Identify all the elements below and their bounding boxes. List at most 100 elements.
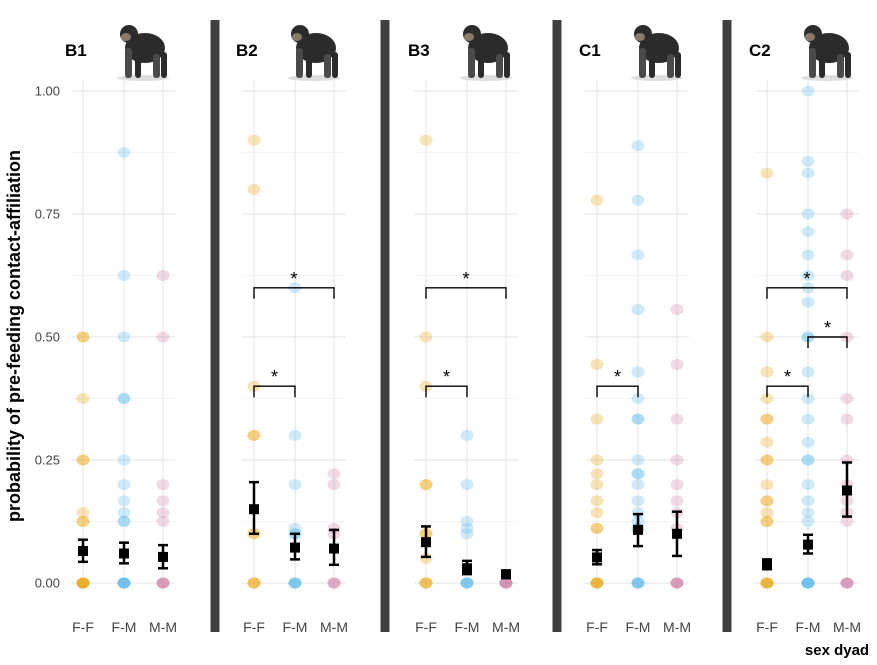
x-axis-label: sex dyad	[805, 642, 869, 659]
data-point-F-F	[760, 577, 774, 589]
data-point-M-M	[499, 577, 513, 589]
mean-marker-M-M	[842, 485, 852, 496]
data-point-M-M	[670, 413, 684, 425]
data-point-F-F	[76, 454, 90, 466]
data-point-F-F	[590, 359, 604, 371]
panel-separator-3	[552, 20, 562, 632]
data-point-F-M	[460, 429, 474, 441]
significance-star: *	[290, 269, 297, 289]
data-point-M-M	[156, 577, 170, 589]
data-point-M-M	[499, 577, 513, 589]
data-point-F-F	[76, 577, 90, 589]
data-point-M-M	[840, 577, 854, 589]
data-point-F-M	[801, 507, 815, 519]
data-point-F-M	[801, 454, 815, 466]
data-point-F-F	[760, 366, 774, 378]
panel-separators	[210, 20, 732, 632]
data-point-F-F	[76, 577, 90, 589]
data-point-F-F	[590, 413, 604, 425]
data-point-M-M	[499, 577, 513, 589]
data-point-M-M	[499, 577, 513, 589]
data-point-F-M	[801, 577, 815, 589]
data-point-M-M	[840, 413, 854, 425]
x-tick-label-M-M: M-M	[149, 619, 177, 635]
bonobo-icon-3	[460, 25, 512, 81]
panel-title-C2: C2	[749, 41, 771, 60]
significance-bracket	[766, 287, 848, 299]
data-point-F-F	[590, 454, 604, 466]
data-point-F-M	[288, 577, 302, 589]
data-point-F-M	[117, 577, 131, 589]
data-point-M-M	[840, 393, 854, 404]
panel-title-B2: B2	[236, 41, 258, 60]
chimpanzee-arm-back	[819, 52, 825, 78]
data-point-F-M	[801, 436, 815, 448]
chimpanzee-leg-back	[675, 52, 681, 78]
bonobo-arm-back	[306, 52, 312, 78]
mean-marker-M-M	[329, 543, 339, 554]
ape-icons-layer	[117, 25, 853, 81]
data-point-F-F	[760, 577, 774, 589]
data-point-F-F	[247, 429, 261, 441]
data-point-F-F	[590, 577, 604, 589]
data-point-F-F	[590, 495, 604, 507]
bonobo-face	[464, 33, 474, 41]
significance-star: *	[271, 367, 278, 387]
significance-bracket	[596, 385, 639, 398]
grid-layer	[71, 80, 859, 591]
bonobo-face	[292, 33, 302, 41]
significance-star: *	[443, 367, 450, 387]
data-point-F-M	[117, 147, 131, 158]
bonobo-arm-front	[296, 48, 303, 78]
significance-star: *	[824, 318, 831, 338]
data-point-M-M	[327, 577, 341, 589]
mean-marker-F-F	[421, 537, 431, 548]
data-point-F-M	[117, 516, 131, 527]
bonobo-leg-front	[153, 54, 160, 78]
data-point-F-M	[801, 270, 815, 281]
significance-bracket	[807, 336, 848, 348]
data-point-F-F	[760, 577, 774, 589]
data-point-F-F	[590, 522, 604, 534]
data-point-M-M	[156, 577, 170, 589]
panel-separator-1	[210, 20, 220, 632]
y-tick-label-0.50: 0.50	[35, 330, 60, 345]
x-tick-label-F-F: F-F	[72, 619, 94, 635]
data-point-F-M	[801, 577, 815, 589]
data-point-F-M	[288, 479, 302, 491]
data-point-F-M	[631, 303, 645, 315]
data-point-F-M	[117, 577, 131, 589]
bonobo-icon-1	[117, 25, 169, 81]
x-tick-label-M-M: M-M	[320, 619, 348, 635]
data-point-M-M	[840, 208, 854, 220]
data-point-F-M	[460, 577, 474, 589]
data-point-F-M	[460, 528, 474, 540]
bonobo-arm-front	[125, 48, 132, 78]
data-point-F-F	[419, 577, 433, 589]
data-point-F-M	[288, 577, 302, 589]
bonobo-leg-front	[324, 54, 331, 78]
data-point-M-M	[156, 577, 170, 589]
bonobo-leg-back	[332, 52, 338, 78]
data-point-M-M	[670, 454, 684, 466]
significance-bracket	[253, 287, 335, 299]
x-tick-label-F-M: F-M	[455, 619, 480, 635]
data-point-F-F	[419, 479, 433, 491]
text-layer: probability of pre-feeding contact-affil…	[4, 41, 869, 659]
x-tick-label-F-M: F-M	[112, 619, 137, 635]
data-point-F-F	[590, 479, 604, 491]
data-point-F-M	[631, 479, 645, 491]
data-point-F-M	[801, 479, 815, 491]
x-tick-label-F-M: F-M	[796, 619, 821, 635]
data-point-F-M	[801, 577, 815, 589]
y-axis-label: probability of pre-feeding contact-affil…	[4, 150, 24, 522]
chimpanzee-icon-4	[631, 25, 683, 81]
x-tick-label-F-F: F-F	[243, 619, 265, 635]
data-point-M-M	[327, 577, 341, 589]
data-point-F-F	[590, 468, 604, 480]
data-point-F-M	[801, 413, 815, 425]
data-point-F-F	[760, 413, 774, 425]
data-point-M-M	[840, 270, 854, 281]
data-point-F-M	[117, 516, 131, 527]
x-tick-label-M-M: M-M	[663, 619, 691, 635]
